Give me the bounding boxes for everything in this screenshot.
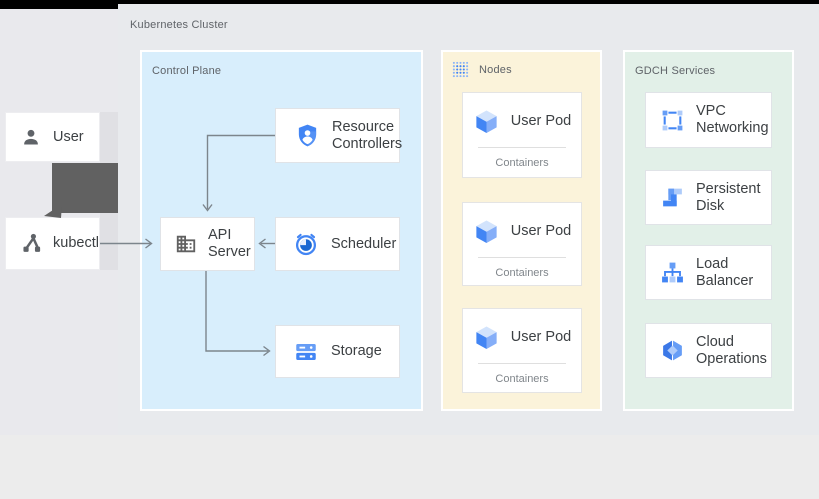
kubectl-label: kubectl — [53, 235, 99, 251]
user-pod-label: User Pod — [510, 329, 572, 345]
persistent-disk-box: Persistent Disk — [645, 170, 772, 225]
load-balancer-icon — [662, 262, 683, 283]
storage-box: Storage — [275, 325, 400, 378]
load-balancer-box: Load Balancer — [645, 245, 772, 300]
nodes-grid-icon — [452, 61, 469, 78]
persistent-disk-icon — [663, 188, 682, 207]
resource-controllers-icon — [298, 124, 317, 147]
load-balancer-label: Load Balancer — [696, 255, 754, 289]
scheduler-box: Scheduler — [275, 217, 400, 271]
api-server-box: API Server — [160, 217, 255, 271]
vpc-networking-label: VPC Networking — [696, 103, 769, 136]
api-server-label: API Server — [208, 227, 251, 260]
pod-cube-icon — [476, 219, 497, 243]
containers-label: Containers — [495, 157, 549, 169]
user-pod-box-3: User Pod Containers — [462, 308, 582, 393]
user-pod-label: User Pod — [510, 113, 572, 129]
pod-divider — [478, 363, 566, 364]
api-server-icon — [176, 235, 196, 253]
resource-controllers-label: Resource Controllers — [332, 118, 403, 152]
resource-controllers-box: Resource Controllers — [275, 108, 403, 163]
user-pod-box-2: User Pod Containers — [462, 202, 582, 286]
user-pod-box-1: User Pod Containers — [462, 92, 582, 178]
top-left-edge-bar — [0, 0, 118, 9]
control-plane-label: Control Plane — [152, 65, 222, 77]
cloud-operations-icon — [663, 340, 682, 361]
user-icon — [24, 129, 38, 145]
vpc-networking-icon — [661, 109, 684, 131]
kubectl-icon — [23, 233, 41, 252]
user-pod-label: User Pod — [510, 223, 572, 239]
cloud-operations-label: Cloud Operations — [696, 333, 767, 367]
pod-divider — [478, 147, 566, 148]
containers-label: Containers — [495, 267, 549, 279]
gdch-services-label: GDCH Services — [635, 65, 716, 77]
pod-cube-icon — [476, 325, 497, 349]
storage-label: Storage — [331, 343, 382, 359]
cloud-operations-box: Cloud Operations — [645, 323, 772, 378]
user-to-kubectl-thick-arrow — [44, 163, 118, 218]
storage-icon — [296, 343, 316, 360]
vpc-networking-box: VPC Networking — [645, 92, 772, 148]
top-edge-bar — [0, 0, 819, 4]
pod-cube-icon — [476, 109, 497, 133]
scheduler-label: Scheduler — [331, 235, 397, 252]
user-box: User — [5, 112, 100, 162]
pod-divider — [478, 257, 566, 258]
persistent-disk-label: Persistent Disk — [696, 180, 761, 214]
kubectl-box: kubectl — [5, 217, 100, 270]
containers-label: Containers — [495, 373, 549, 385]
user-label: User — [53, 128, 84, 145]
kubernetes-cluster-label: Kubernetes Cluster — [130, 19, 228, 31]
scheduler-icon — [295, 233, 317, 256]
nodes-label: Nodes — [479, 63, 512, 76]
